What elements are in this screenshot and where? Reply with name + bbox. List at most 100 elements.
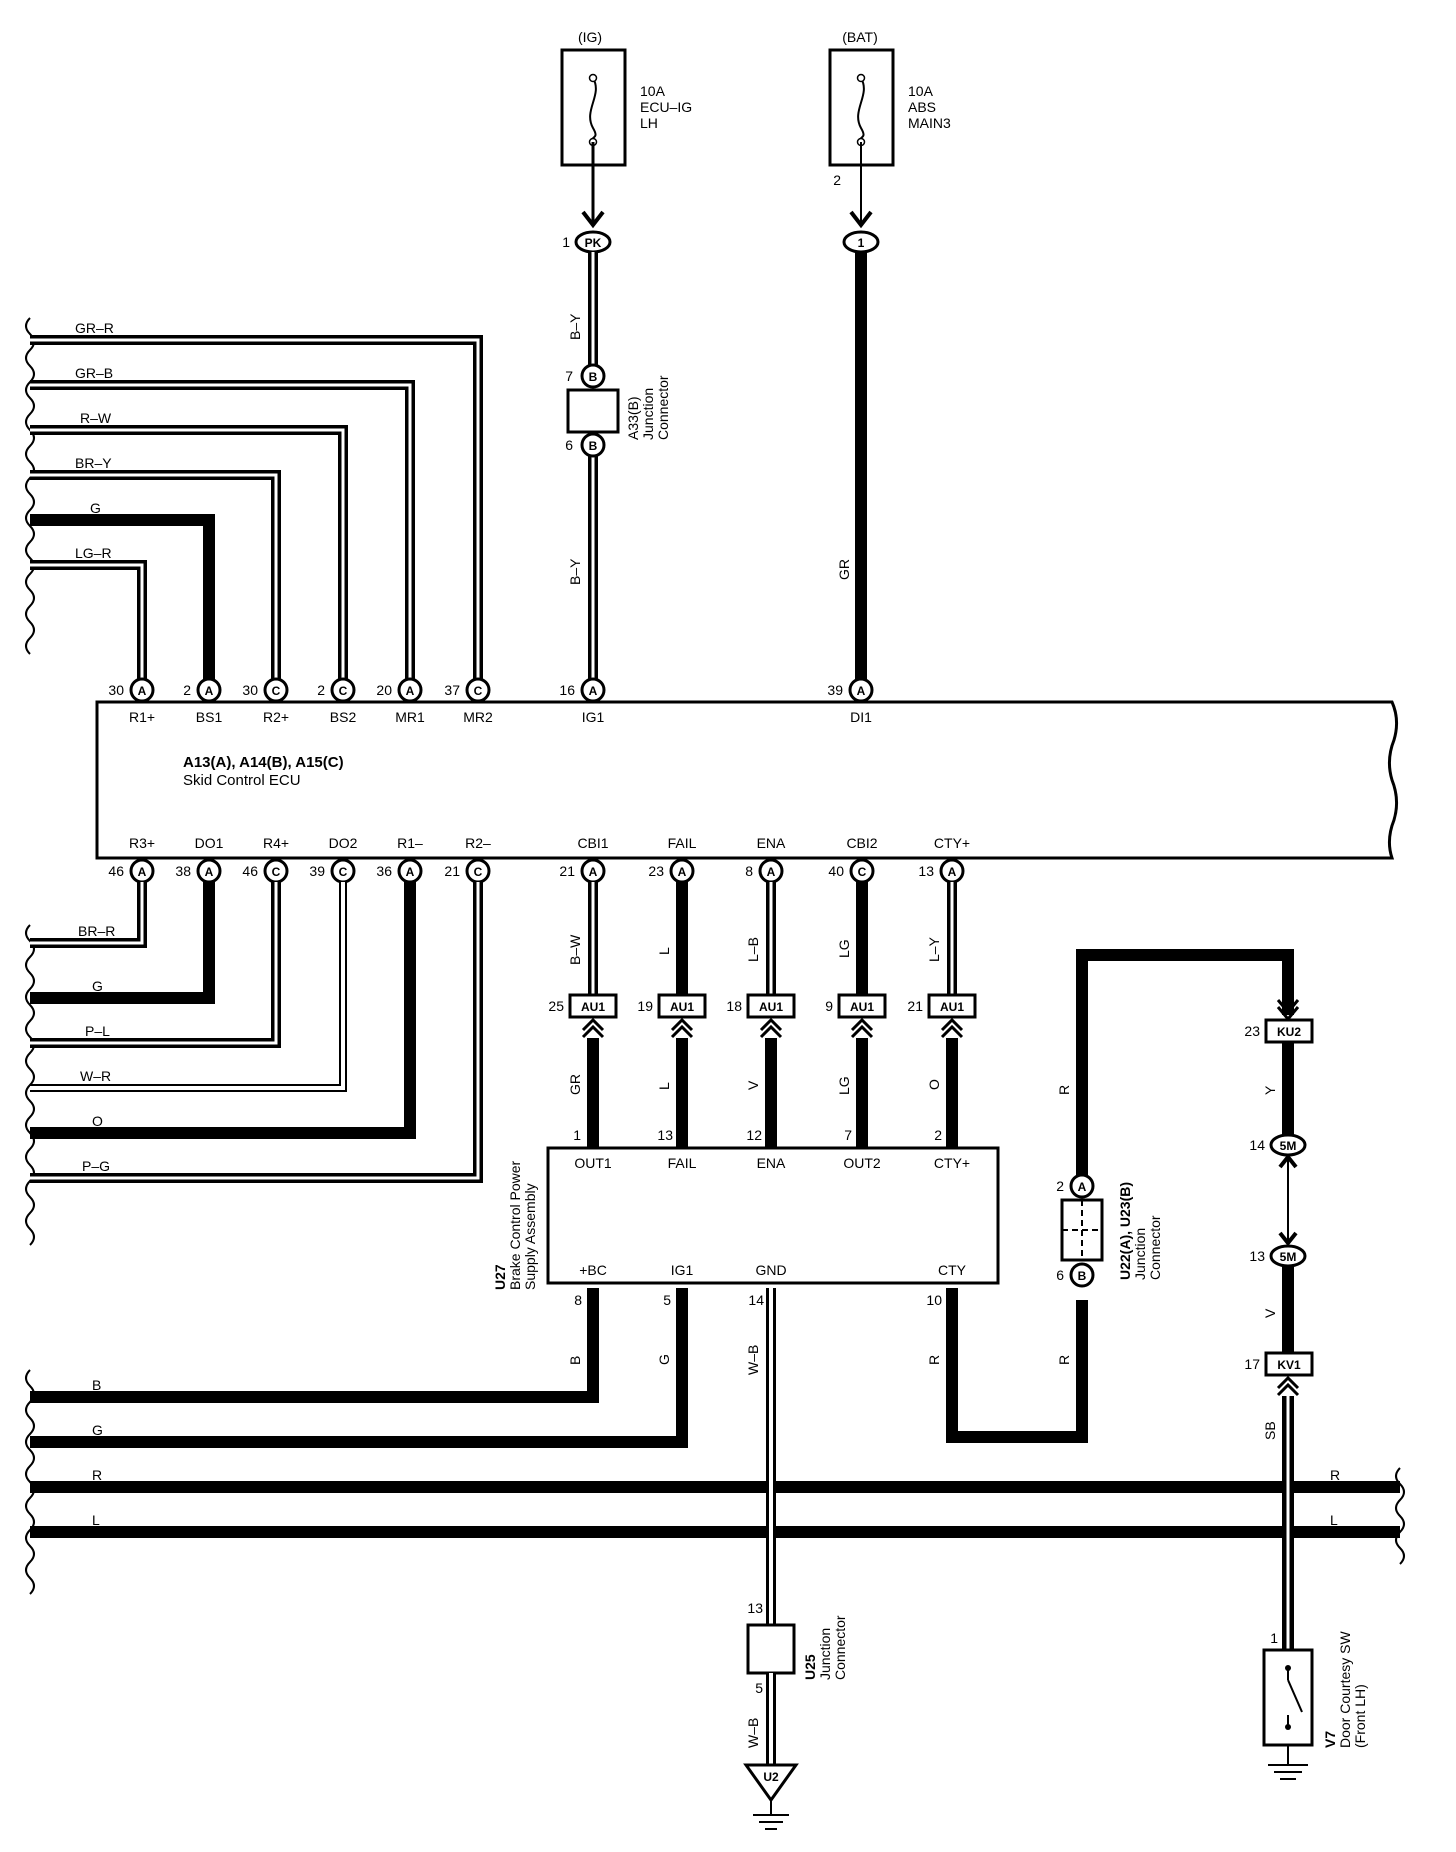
svg-text:2: 2 — [1056, 1178, 1064, 1194]
svg-text:C: C — [339, 684, 348, 698]
wire-label-gr-b: GR–B — [75, 365, 113, 381]
svg-text:C: C — [858, 865, 867, 879]
ecu-pin-ig1: A 16 IG1 — [559, 677, 606, 725]
svg-text:30: 30 — [108, 682, 124, 698]
svg-text:LG: LG — [836, 1076, 852, 1095]
svg-text:B: B — [1078, 1269, 1087, 1283]
svg-text:GND: GND — [755, 1262, 786, 1278]
svg-text:Junction: Junction — [817, 1628, 833, 1680]
svg-text:8: 8 — [574, 1292, 582, 1308]
svg-text:2: 2 — [934, 1127, 942, 1143]
wire-label-w-r: W–R — [80, 1068, 111, 1084]
ecu-pin-r2-plus: C 30 R2+ — [242, 677, 289, 725]
connector-1: 1 — [842, 230, 880, 254]
bus-label-l-left: L — [92, 1512, 100, 1528]
svg-text:21: 21 — [907, 998, 923, 1014]
svg-text:25: 25 — [548, 998, 564, 1014]
svg-text:(Front LH): (Front LH) — [1352, 1684, 1368, 1748]
svg-text:2: 2 — [183, 682, 191, 698]
wire-label-br-y: BR–Y — [75, 455, 112, 471]
svg-text:R1+: R1+ — [129, 709, 155, 725]
connector-kv1: KV1 17 — [1244, 1351, 1314, 1397]
svg-text:DO1: DO1 — [195, 835, 224, 851]
svg-text:19: 19 — [637, 998, 653, 1014]
svg-text:A: A — [406, 684, 415, 698]
svg-text:39: 39 — [309, 863, 325, 879]
svg-text:21: 21 — [444, 863, 460, 879]
svg-text:40: 40 — [828, 863, 844, 879]
wire-label-br-r: BR–R — [78, 923, 115, 939]
fuse-ig-side: LH — [640, 115, 658, 131]
svg-text:A: A — [767, 865, 776, 879]
svg-text:GR: GR — [836, 559, 852, 580]
svg-text:10: 10 — [926, 1292, 942, 1308]
svg-text:A: A — [589, 684, 598, 698]
au1-connector-9: AU1 9 — [825, 993, 887, 1039]
svg-text:Junction: Junction — [640, 388, 656, 440]
svg-text:A: A — [589, 865, 598, 879]
wire-label-r-w: R–W — [80, 410, 112, 426]
bus-label-r-right: R — [1330, 1467, 1340, 1483]
svg-text:7: 7 — [565, 368, 573, 384]
svg-text:Y: Y — [1262, 1085, 1278, 1095]
svg-text:ENA: ENA — [757, 1155, 786, 1171]
ecu-pin-ena: ENA A 8 — [745, 835, 786, 884]
svg-text:PK: PK — [585, 236, 602, 250]
svg-text:Brake Control Power: Brake Control Power — [507, 1160, 523, 1290]
svg-text:MR1: MR1 — [395, 709, 425, 725]
svg-text:2: 2 — [317, 682, 325, 698]
wire-label-o: O — [92, 1113, 103, 1129]
wire-label-by-lower: B–Y — [567, 558, 583, 585]
junction-connector-a33: B 7 B 6 A33(B) Junction Connector — [565, 363, 671, 458]
svg-text:R2–: R2– — [465, 835, 491, 851]
svg-text:FAIL: FAIL — [668, 1155, 697, 1171]
door-courtesy-chain: KU2 23 Y 5M 14 5M 13 V KV1 17 — [1244, 1018, 1314, 1650]
connector-5m-14: 5M 14 — [1249, 1133, 1307, 1157]
svg-text:13: 13 — [747, 1600, 763, 1616]
svg-text:8: 8 — [745, 863, 753, 879]
ecu-title-codes: A13(A), A14(B), A15(C) — [183, 754, 344, 771]
ecu-pin-do1: DO1 A 38 — [175, 835, 224, 884]
wire-label-g-lower: G — [92, 978, 103, 994]
svg-text:1: 1 — [1270, 1630, 1278, 1646]
fuse-bat-rating: 10A — [908, 83, 934, 99]
au1-connector-21: AU1 21 — [907, 993, 977, 1039]
wire-label-lg-r: LG–R — [75, 545, 112, 561]
svg-text:U22(A), U23(B): U22(A), U23(B) — [1117, 1182, 1133, 1280]
svg-text:R: R — [926, 1355, 942, 1365]
svg-text:A: A — [406, 865, 415, 879]
svg-text:DI1: DI1 — [850, 709, 872, 725]
svg-text:A33(B): A33(B) — [625, 396, 641, 440]
svg-text:A: A — [1078, 1180, 1087, 1194]
svg-text:AU1: AU1 — [850, 1000, 874, 1014]
svg-text:R2+: R2+ — [263, 709, 289, 725]
fuse-abs-main3: (BAT) 10A ABS MAIN3 2 — [828, 29, 951, 188]
svg-text:A: A — [857, 684, 866, 698]
door-courtesy-switch: 1 V7 Door Courtesy SW (Front LH) — [1262, 1630, 1368, 1780]
svg-text:14: 14 — [1249, 1137, 1265, 1153]
ecu-pin-cbi2: CBI2 C 40 — [828, 835, 878, 884]
svg-text:OUT1: OUT1 — [574, 1155, 612, 1171]
ground-point-u2: U2 — [743, 1763, 799, 1830]
ecu-pin-r1-plus: A 30 R1+ — [108, 677, 155, 725]
svg-text:U27: U27 — [492, 1264, 508, 1290]
svg-text:CTY+: CTY+ — [934, 835, 970, 851]
au1-upper-wires: B–W L L–B LG L–Y — [567, 882, 957, 995]
svg-text:9: 9 — [825, 998, 833, 1014]
svg-text:A: A — [205, 684, 214, 698]
svg-text:30: 30 — [242, 682, 258, 698]
wire-b-y: B–Y B–Y — [567, 252, 598, 680]
svg-text:AU1: AU1 — [670, 1000, 694, 1014]
bus-label-l-right: L — [1330, 1512, 1338, 1528]
svg-text:16: 16 — [559, 682, 575, 698]
svg-text:B–W: B–W — [567, 934, 583, 965]
svg-text:37: 37 — [444, 682, 460, 698]
svg-text:LG: LG — [836, 939, 852, 958]
svg-text:23: 23 — [648, 863, 664, 879]
skid-control-ecu: A13(A), A14(B), A15(C) Skid Control ECU — [95, 700, 1399, 860]
svg-text:A: A — [138, 865, 147, 879]
bus-label-b: B — [92, 1377, 101, 1393]
svg-text:C: C — [474, 865, 483, 879]
svg-text:O: O — [926, 1079, 942, 1090]
